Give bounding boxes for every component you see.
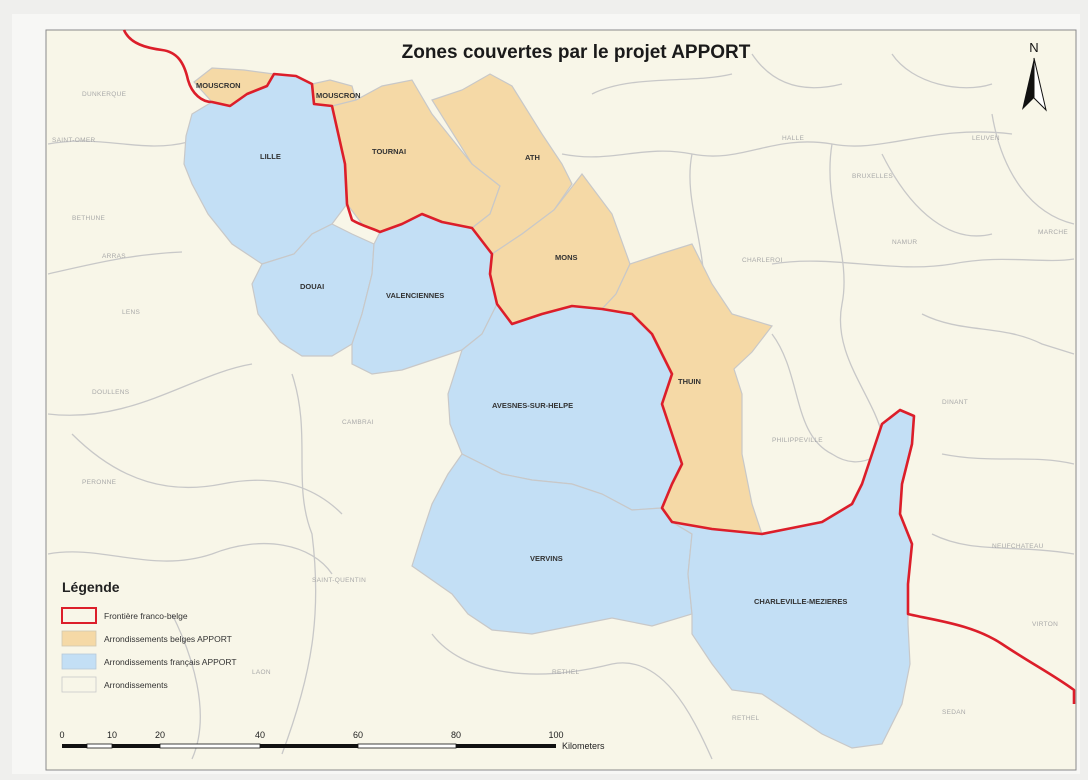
label-thuin: THUIN	[678, 377, 701, 386]
label-avesnes: AVESNES-SUR-HELPE	[492, 401, 573, 410]
legend-item-border: Frontière franco-belge	[61, 607, 188, 624]
svg-text:Arrondissements: Arrondissements	[104, 680, 168, 690]
svg-text:0: 0	[59, 730, 64, 740]
background-labels: DUNKERQUE SAINT-OMER BETHUNE ARRAS LENS …	[52, 91, 1068, 722]
label-lille: LILLE	[260, 152, 281, 161]
svg-text:PERONNE: PERONNE	[82, 479, 117, 486]
svg-text:LEUVEN: LEUVEN	[972, 135, 1000, 142]
svg-text:VIRTON: VIRTON	[1032, 621, 1058, 628]
scale-tick-labels: 0 10 20 40 60 80 100	[59, 730, 563, 740]
svg-text:RETHEL: RETHEL	[732, 715, 760, 722]
svg-text:CAMBRAI: CAMBRAI	[342, 419, 374, 426]
svg-text:HALLE: HALLE	[782, 135, 804, 142]
label-mons: MONS	[555, 253, 578, 262]
legend-item-plain: Arrondissements	[61, 676, 168, 693]
label-douai: DOUAI	[300, 282, 324, 291]
map-title: Zones couvertes par le projet APPORT	[402, 42, 751, 63]
svg-text:100: 100	[548, 730, 563, 740]
label-ath: ATH	[525, 153, 540, 162]
french-regions	[183, 73, 915, 749]
label-mouscron-belgian: MOUSCRON	[196, 81, 241, 90]
north-arrow-icon: N	[1022, 40, 1047, 112]
legend-item-french: Arrondissements français APPORT	[61, 653, 237, 670]
label-tournai: TOURNAI	[372, 147, 406, 156]
svg-text:Arrondissements français APPOR: Arrondissements français APPORT	[104, 657, 237, 667]
legend: Légende Frontière franco-belge Arrondiss…	[61, 579, 237, 693]
map-frame: DUNKERQUE SAINT-OMER BETHUNE ARRAS LENS …	[12, 14, 1080, 774]
svg-text:RETHEL: RETHEL	[552, 669, 580, 676]
svg-text:ARRAS: ARRAS	[102, 253, 126, 260]
svg-text:SAINT-OMER: SAINT-OMER	[52, 137, 95, 144]
label-vervins: VERVINS	[530, 554, 563, 563]
scale-unit: Kilometers	[562, 741, 605, 751]
label-mouscron: MOUSCRON	[316, 91, 361, 100]
region-labels: MOUSCRON MOUSCRON LILLE TOURNAI ATH MONS…	[196, 81, 847, 606]
svg-text:NAMUR: NAMUR	[892, 239, 917, 246]
north-label: N	[1029, 40, 1038, 55]
label-charleville: CHARLEVILLE-MEZIERES	[754, 597, 847, 606]
svg-text:20: 20	[155, 730, 165, 740]
svg-text:LENS: LENS	[122, 309, 141, 316]
svg-text:40: 40	[255, 730, 265, 740]
map-canvas: DUNKERQUE SAINT-OMER BETHUNE ARRAS LENS …	[45, 29, 1077, 771]
svg-text:LAON: LAON	[252, 669, 271, 676]
legend-title: Légende	[62, 579, 120, 595]
svg-text:NEUFCHATEAU: NEUFCHATEAU	[992, 543, 1044, 550]
svg-text:BETHUNE: BETHUNE	[72, 215, 106, 222]
svg-text:Frontière franco-belge: Frontière franco-belge	[104, 611, 188, 621]
svg-text:SAINT-QUENTIN: SAINT-QUENTIN	[312, 577, 366, 584]
svg-text:SEDAN: SEDAN	[942, 709, 966, 716]
svg-text:DOULLENS: DOULLENS	[92, 389, 130, 396]
legend-item-belgian: Arrondissements belges APPORT	[61, 630, 232, 647]
svg-text:Arrondissements belges APPORT: Arrondissements belges APPORT	[104, 634, 232, 644]
franco-belgian-border	[122, 29, 1076, 704]
scale-bar: 0 10 20 40 60 80 100 Kilometers	[59, 730, 605, 751]
svg-text:60: 60	[353, 730, 363, 740]
svg-text:PHILIPPEVILLE: PHILIPPEVILLE	[772, 437, 823, 444]
svg-text:BRUXELLES: BRUXELLES	[852, 173, 893, 180]
svg-text:CHARLEROI: CHARLEROI	[742, 257, 783, 264]
svg-text:80: 80	[451, 730, 461, 740]
arrondissement-boundaries	[47, 53, 1075, 760]
svg-text:DUNKERQUE: DUNKERQUE	[82, 91, 127, 98]
svg-text:DINANT: DINANT	[942, 399, 968, 406]
label-valenciennes: VALENCIENNES	[386, 291, 444, 300]
svg-text:MARCHE: MARCHE	[1038, 229, 1068, 236]
svg-text:10: 10	[107, 730, 117, 740]
